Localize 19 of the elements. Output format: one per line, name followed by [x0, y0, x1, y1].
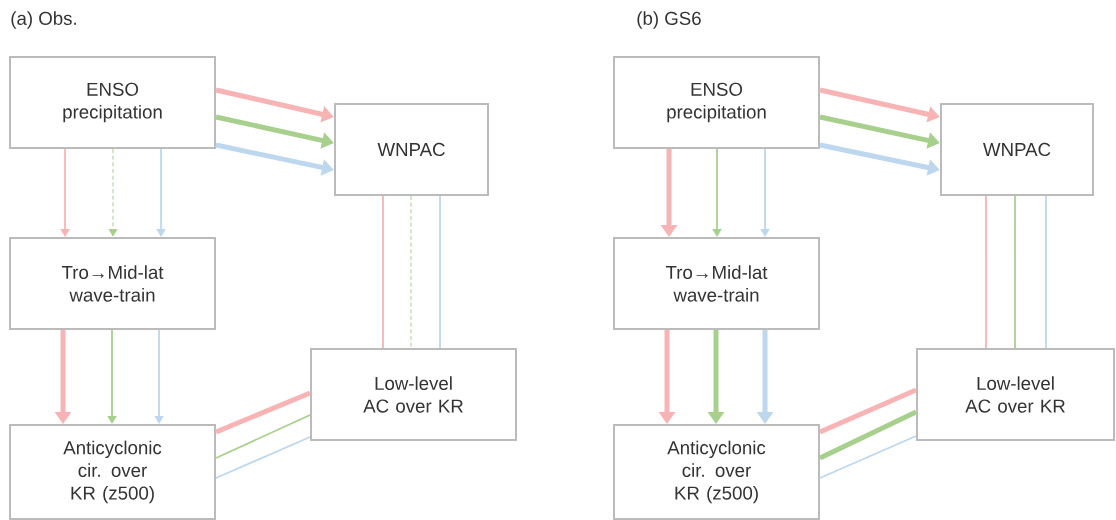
arrow [60, 148, 70, 237]
arrow [154, 329, 164, 424]
arrow [712, 148, 722, 237]
arrow [760, 148, 770, 237]
box: ENSO precipitation [613, 56, 820, 149]
arrow [107, 329, 117, 424]
box: Tro→Mid-lat wave-train [613, 237, 820, 330]
arrow [108, 148, 118, 237]
box: WNPAC [334, 103, 489, 196]
box: Anticyclonic cir. over KR (z500) [613, 424, 820, 520]
box: Tro→Mid-lat wave-train [9, 237, 216, 330]
box: Low-level AC over KR [310, 348, 517, 441]
arrow [156, 148, 166, 237]
box: Low-level AC over KR [916, 348, 1115, 441]
panel-label: (b) GS6 [637, 11, 701, 29]
box: WNPAC [940, 103, 1094, 196]
box: ENSO precipitation [9, 56, 216, 149]
panel-label: (a) Obs. [11, 11, 76, 29]
box: Anticyclonic cir. over KR (z500) [9, 424, 216, 520]
